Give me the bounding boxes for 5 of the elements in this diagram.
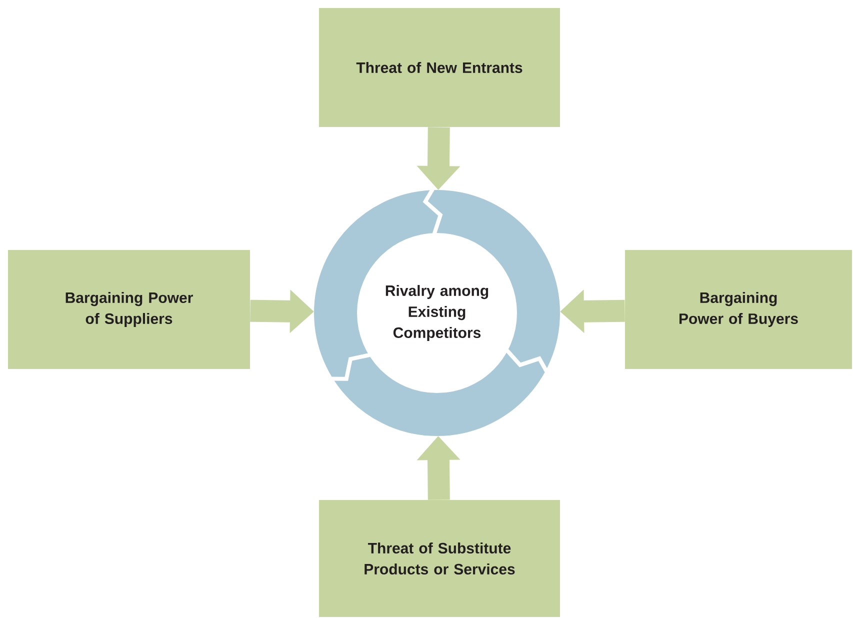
- force-box: Threat of New Entrants: [319, 8, 560, 127]
- force-box: Bargaining Power of Buyers: [625, 250, 852, 369]
- force-box: Bargaining Power of Suppliers: [8, 250, 250, 369]
- force-box: Threat of Substitute Products or Services: [319, 500, 560, 617]
- cycle-ring: Rivalry among Existing Competitors: [314, 188, 560, 436]
